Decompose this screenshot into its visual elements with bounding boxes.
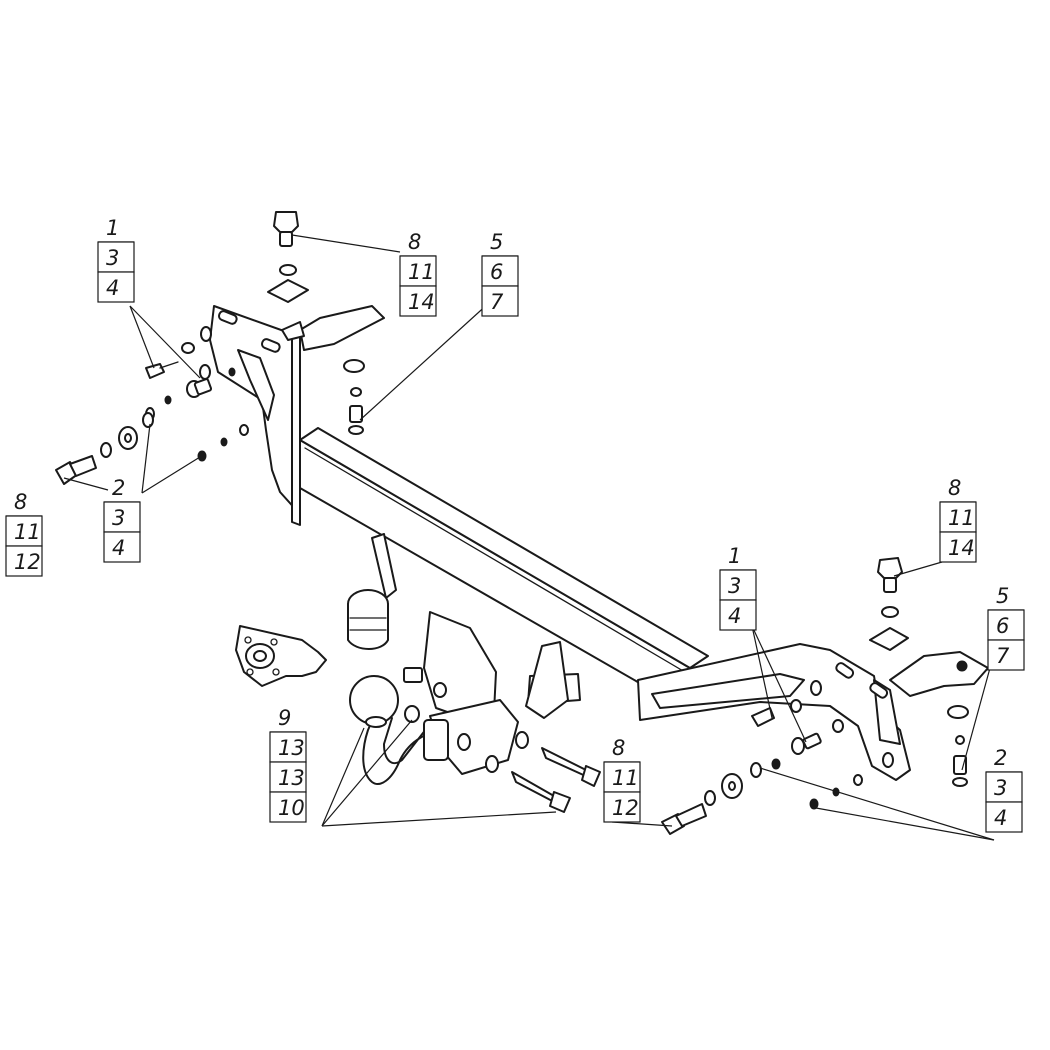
ball-cover <box>347 589 389 650</box>
leader-lines <box>63 234 995 841</box>
callout-bottom-left: 8 11 12 <box>5 490 43 577</box>
callout-number: 14 <box>948 536 975 560</box>
callout-number: 13 <box>278 766 305 790</box>
left-fastener-set <box>55 342 249 485</box>
callout-cell <box>987 639 1025 671</box>
callout-top-left: 1 3 4 <box>97 216 135 303</box>
top-right-bolt-assembly <box>869 557 909 651</box>
callout-number: 4 <box>106 276 119 300</box>
callout-number: 11 <box>14 520 41 544</box>
callout-right-washers: 2 3 4 <box>985 746 1023 833</box>
callout-cell <box>603 761 641 793</box>
callout-cell <box>399 285 437 317</box>
crossbar-beam <box>299 427 709 713</box>
tow-ball <box>349 675 449 785</box>
left-bracket <box>199 305 385 526</box>
callout-number: 4 <box>994 806 1007 830</box>
right-fastener-set <box>661 699 863 835</box>
callout-cell <box>399 255 437 287</box>
callout-number: 8 <box>612 736 625 760</box>
callout-right-pin: 5 6 7 <box>987 584 1025 671</box>
callout-cell <box>481 285 519 317</box>
callout-number: 2 <box>112 476 125 500</box>
callout-ball: 9 13 13 10 <box>269 706 307 823</box>
callout-cell <box>269 731 307 763</box>
callout-cell <box>103 531 141 563</box>
callout-left-washers: 2 3 4 <box>103 476 141 563</box>
callout-number: 4 <box>112 536 125 560</box>
callout-cell <box>97 271 135 303</box>
callout-number: 8 <box>14 490 27 514</box>
callout-number: 4 <box>728 604 741 628</box>
callout-number: 3 <box>112 506 125 530</box>
callout-number: 5 <box>490 230 503 254</box>
callout-top-pin-left: 5 6 7 <box>481 230 519 317</box>
callout-cell <box>5 545 43 577</box>
callout-number: 8 <box>408 230 421 254</box>
callout-top-bolt-left: 8 11 14 <box>399 230 437 317</box>
callout-number: 3 <box>106 246 119 270</box>
callout-cell <box>985 801 1023 833</box>
callout-cell <box>987 609 1025 641</box>
callout-number: 7 <box>490 290 504 314</box>
socket-bracket <box>235 625 327 687</box>
callout-number: 11 <box>948 506 975 530</box>
callout-number: 5 <box>996 584 1009 608</box>
callout-number: 10 <box>278 796 305 820</box>
right-bracket <box>637 643 989 781</box>
callout-number: 1 <box>728 544 741 568</box>
callout-right-mid: 1 3 4 <box>719 544 757 631</box>
right-vertical-pin <box>947 660 969 787</box>
callout-cell <box>939 501 977 533</box>
callout-number: 1 <box>106 216 119 240</box>
callout-number: 12 <box>14 550 41 574</box>
left-vertical-pin <box>343 359 365 435</box>
center-bolts <box>485 731 601 813</box>
callout-cell <box>103 501 141 533</box>
callout-cell <box>939 531 977 563</box>
callout-number: 6 <box>996 614 1009 638</box>
callout-number: 12 <box>612 796 639 820</box>
callout-cell <box>985 771 1023 803</box>
callout-number: 3 <box>728 574 741 598</box>
callout-number: 6 <box>490 260 503 284</box>
callout-cell <box>269 791 307 823</box>
callout-center-bolts: 8 11 12 <box>603 736 641 823</box>
callout-number: 11 <box>612 766 639 790</box>
callout-number: 8 <box>948 476 961 500</box>
callout-cell <box>5 515 43 547</box>
callout-number: 3 <box>994 776 1007 800</box>
callout-number: 13 <box>278 736 305 760</box>
callout-number: 11 <box>408 260 435 284</box>
callout-number: 2 <box>994 746 1007 770</box>
callout-number: 9 <box>278 706 291 730</box>
top-left-bolt-assembly <box>267 211 309 303</box>
callout-number: 7 <box>996 644 1010 668</box>
callout-cell <box>719 599 757 631</box>
callout-top-bolt-right: 8 11 14 <box>939 476 977 563</box>
center-mount <box>371 533 581 775</box>
callout-cell <box>603 791 641 823</box>
callout-number: 14 <box>408 290 435 314</box>
